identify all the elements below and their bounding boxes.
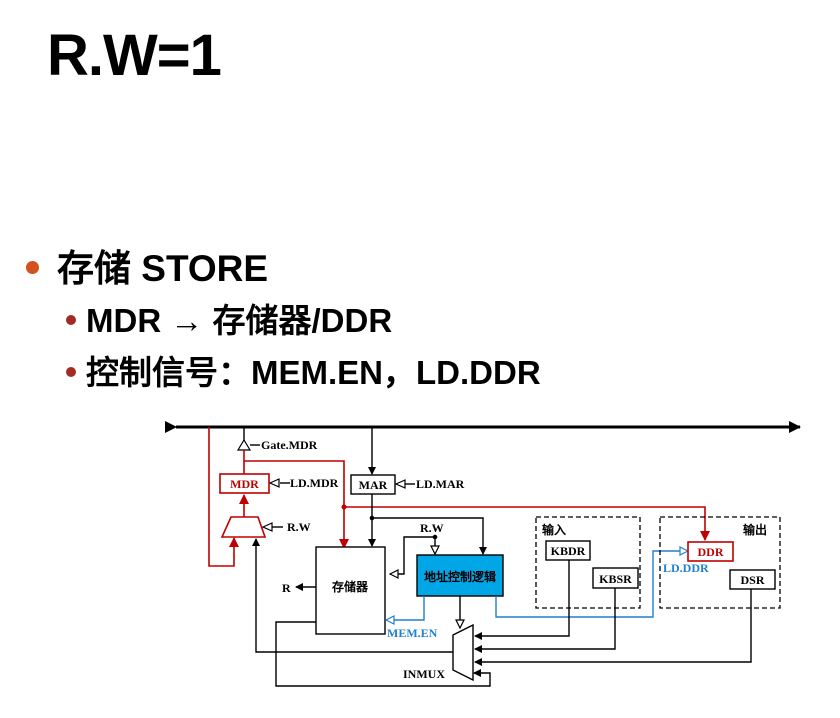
mem-en-signal <box>386 596 425 620</box>
rw-mux-label: R.W <box>287 520 311 534</box>
r-label: R <box>282 581 291 595</box>
ld-mdr-label: LD.MDR <box>290 476 339 490</box>
ld-mar-label: LD.MAR <box>416 477 465 491</box>
mar-register <box>350 474 396 495</box>
rw-logic-label: R.W <box>420 521 444 535</box>
gate-mdr-tristate-icon <box>236 438 252 451</box>
mdr-mux <box>220 516 267 538</box>
kbdr-register <box>545 540 591 561</box>
dsr-register <box>729 569 776 590</box>
sub-bullet-item: MDR → 存储器/DDR <box>66 294 392 342</box>
mdr-label: MDR <box>230 477 259 491</box>
memory-block <box>315 546 386 635</box>
output-group-label: 输出 <box>743 522 767 537</box>
mdr-to-memory-wire <box>244 460 349 549</box>
mdr-to-ddr-wire <box>344 506 710 541</box>
gate-mdr-label: Gate.MDR <box>261 438 318 452</box>
output-group <box>659 516 781 609</box>
input-group-label: 输入 <box>542 522 566 537</box>
inmux <box>452 623 474 682</box>
ddr-register <box>687 541 734 562</box>
memory-label: 存储器 <box>331 579 369 594</box>
address-control-logic-label: 地址控制逻辑 <box>424 569 496 584</box>
ddr-label: DDR <box>698 545 724 559</box>
slide-title: R.W=1 <box>47 23 222 88</box>
dsr-label: DSR <box>740 573 764 587</box>
mar-label: MAR <box>359 478 388 492</box>
bullet-dot-icon <box>66 315 76 326</box>
inmux-label: INMUX <box>403 667 445 681</box>
bullet-dot-icon <box>66 367 76 378</box>
ld-ddr-label: LD.DDR <box>663 561 709 575</box>
bullet-dot-icon <box>26 260 39 274</box>
sub-bullet-item: 控制信号：MEM.EN，LD.DDR <box>66 346 541 394</box>
bullet-item: 存储 STORE <box>26 238 268 292</box>
kbdr-label: KBDR <box>551 544 586 558</box>
mdr-register <box>219 473 270 494</box>
ld-ddr-signal <box>495 551 688 618</box>
mem-en-label: MEM.EN <box>387 626 438 640</box>
bus-to-mdr-mux-wire <box>208 427 239 567</box>
kbsr-label: KBSR <box>599 572 632 586</box>
input-group <box>535 516 641 609</box>
